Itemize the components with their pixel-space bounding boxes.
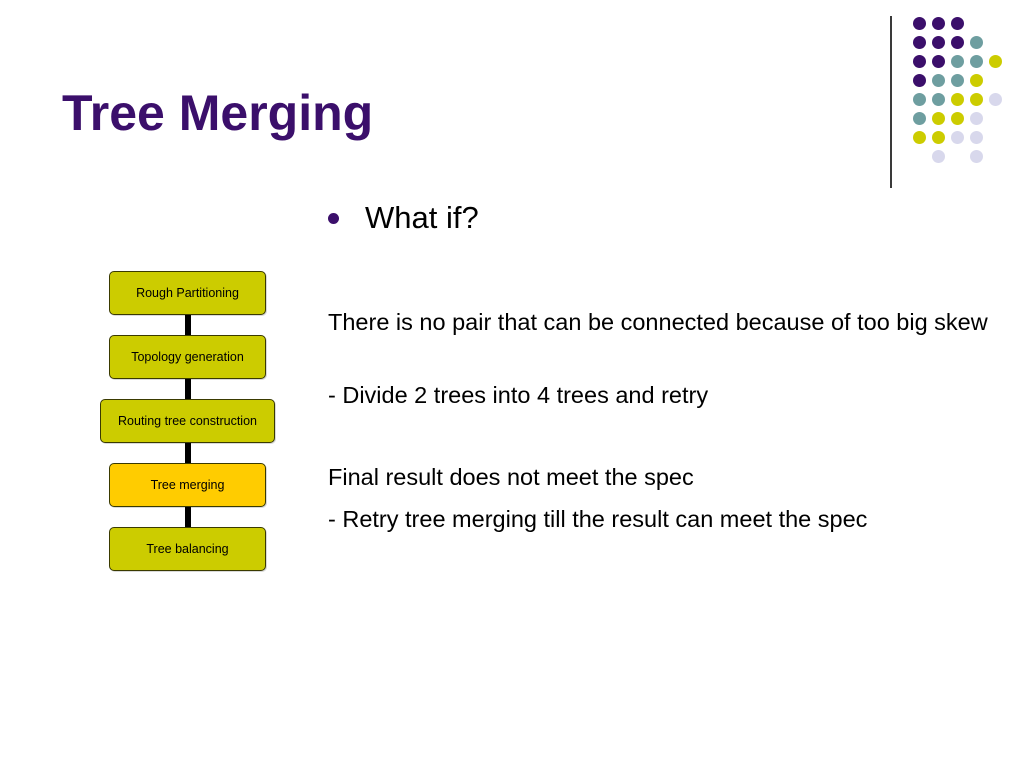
decorative-dot xyxy=(969,92,983,106)
flow-step-rough-partitioning: Rough Partitioning xyxy=(109,271,266,315)
decorative-dot xyxy=(931,16,945,30)
flow-step-tree-balancing: Tree balancing xyxy=(109,527,266,571)
decorative-dot xyxy=(931,54,945,68)
decorative-dot xyxy=(912,54,926,68)
decorative-dot xyxy=(988,92,1002,106)
decorative-dot xyxy=(912,92,926,106)
body-paragraph: There is no pair that can be connected b… xyxy=(328,309,988,335)
decorative-dot xyxy=(988,54,1002,68)
body-paragraph: Final result does not meet the spec xyxy=(328,464,694,490)
decorative-dot xyxy=(912,35,926,49)
decorative-dot xyxy=(931,35,945,49)
decorative-dot xyxy=(931,149,945,163)
decorative-divider xyxy=(890,16,892,188)
slide-title: Tree Merging xyxy=(62,85,374,141)
decorative-dot xyxy=(950,130,964,144)
flow-step-routing-tree-construction: Routing tree construction xyxy=(100,399,275,443)
body-paragraph: - Retry tree merging till the result can… xyxy=(328,506,868,532)
decorative-dot xyxy=(931,73,945,87)
decorative-dot xyxy=(912,16,926,30)
decorative-dot xyxy=(969,111,983,125)
bullet-item: What if? xyxy=(328,200,479,236)
flow-step-topology-generation: Topology generation xyxy=(109,335,266,379)
decorative-dot xyxy=(950,73,964,87)
decorative-dot xyxy=(950,111,964,125)
decorative-dot xyxy=(950,92,964,106)
decorative-dot xyxy=(969,73,983,87)
decorative-dot xyxy=(950,54,964,68)
decorative-dot xyxy=(931,92,945,106)
bullet-text: What if? xyxy=(365,200,479,235)
body-paragraph: - Divide 2 trees into 4 trees and retry xyxy=(328,382,709,408)
decorative-dot xyxy=(912,73,926,87)
decorative-dot xyxy=(931,130,945,144)
decorative-dot xyxy=(969,54,983,68)
decorative-dot xyxy=(912,111,926,125)
decorative-dot xyxy=(969,35,983,49)
decorative-dot xyxy=(950,16,964,30)
flow-step-tree-merging: Tree merging xyxy=(109,463,266,507)
decorative-dot xyxy=(912,130,926,144)
decorative-dot xyxy=(969,149,983,163)
decorative-dot xyxy=(950,35,964,49)
bullet-dot-icon xyxy=(328,212,339,224)
decorative-dot xyxy=(969,130,983,144)
decorative-dot xyxy=(931,111,945,125)
